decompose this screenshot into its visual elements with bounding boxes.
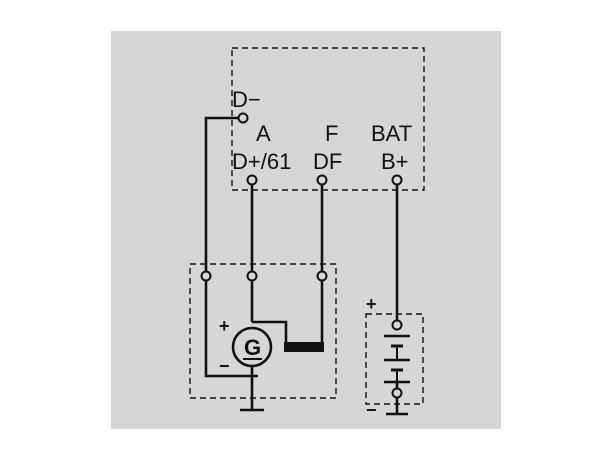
generator-plus-sign: + — [219, 316, 230, 336]
label-d-minus: D− — [232, 87, 261, 112]
generator-terminal-df — [316, 270, 328, 282]
terminal-df — [316, 174, 328, 186]
generator-terminal-d-plus — [246, 270, 258, 282]
terminal-d-plus-61 — [246, 174, 258, 186]
battery-terminal-plus — [391, 319, 403, 331]
label-bat: BAT — [371, 121, 412, 146]
battery-minus-sign: − — [366, 400, 377, 420]
label-a: A — [256, 121, 271, 146]
generator-box — [189, 263, 337, 399]
terminal-d-minus — [237, 112, 249, 124]
generator-minus-sign: − — [219, 356, 230, 376]
terminal-b-plus — [391, 174, 403, 186]
label-b-plus: B+ — [381, 149, 409, 174]
generator-terminal-d-minus — [200, 270, 212, 282]
generator-symbol: G — [244, 335, 261, 360]
diagram-background — [111, 31, 501, 429]
battery-box — [365, 313, 424, 405]
battery-plus-sign: + — [366, 294, 377, 314]
label-df: DF — [313, 149, 342, 174]
regulator-box — [231, 47, 425, 191]
wire-d-minus — [204, 116, 258, 378]
battery-terminal-minus — [391, 387, 403, 399]
field-winding — [284, 342, 324, 352]
label-f: F — [325, 121, 338, 146]
label-d-plus-61: D+/61 — [232, 149, 291, 174]
